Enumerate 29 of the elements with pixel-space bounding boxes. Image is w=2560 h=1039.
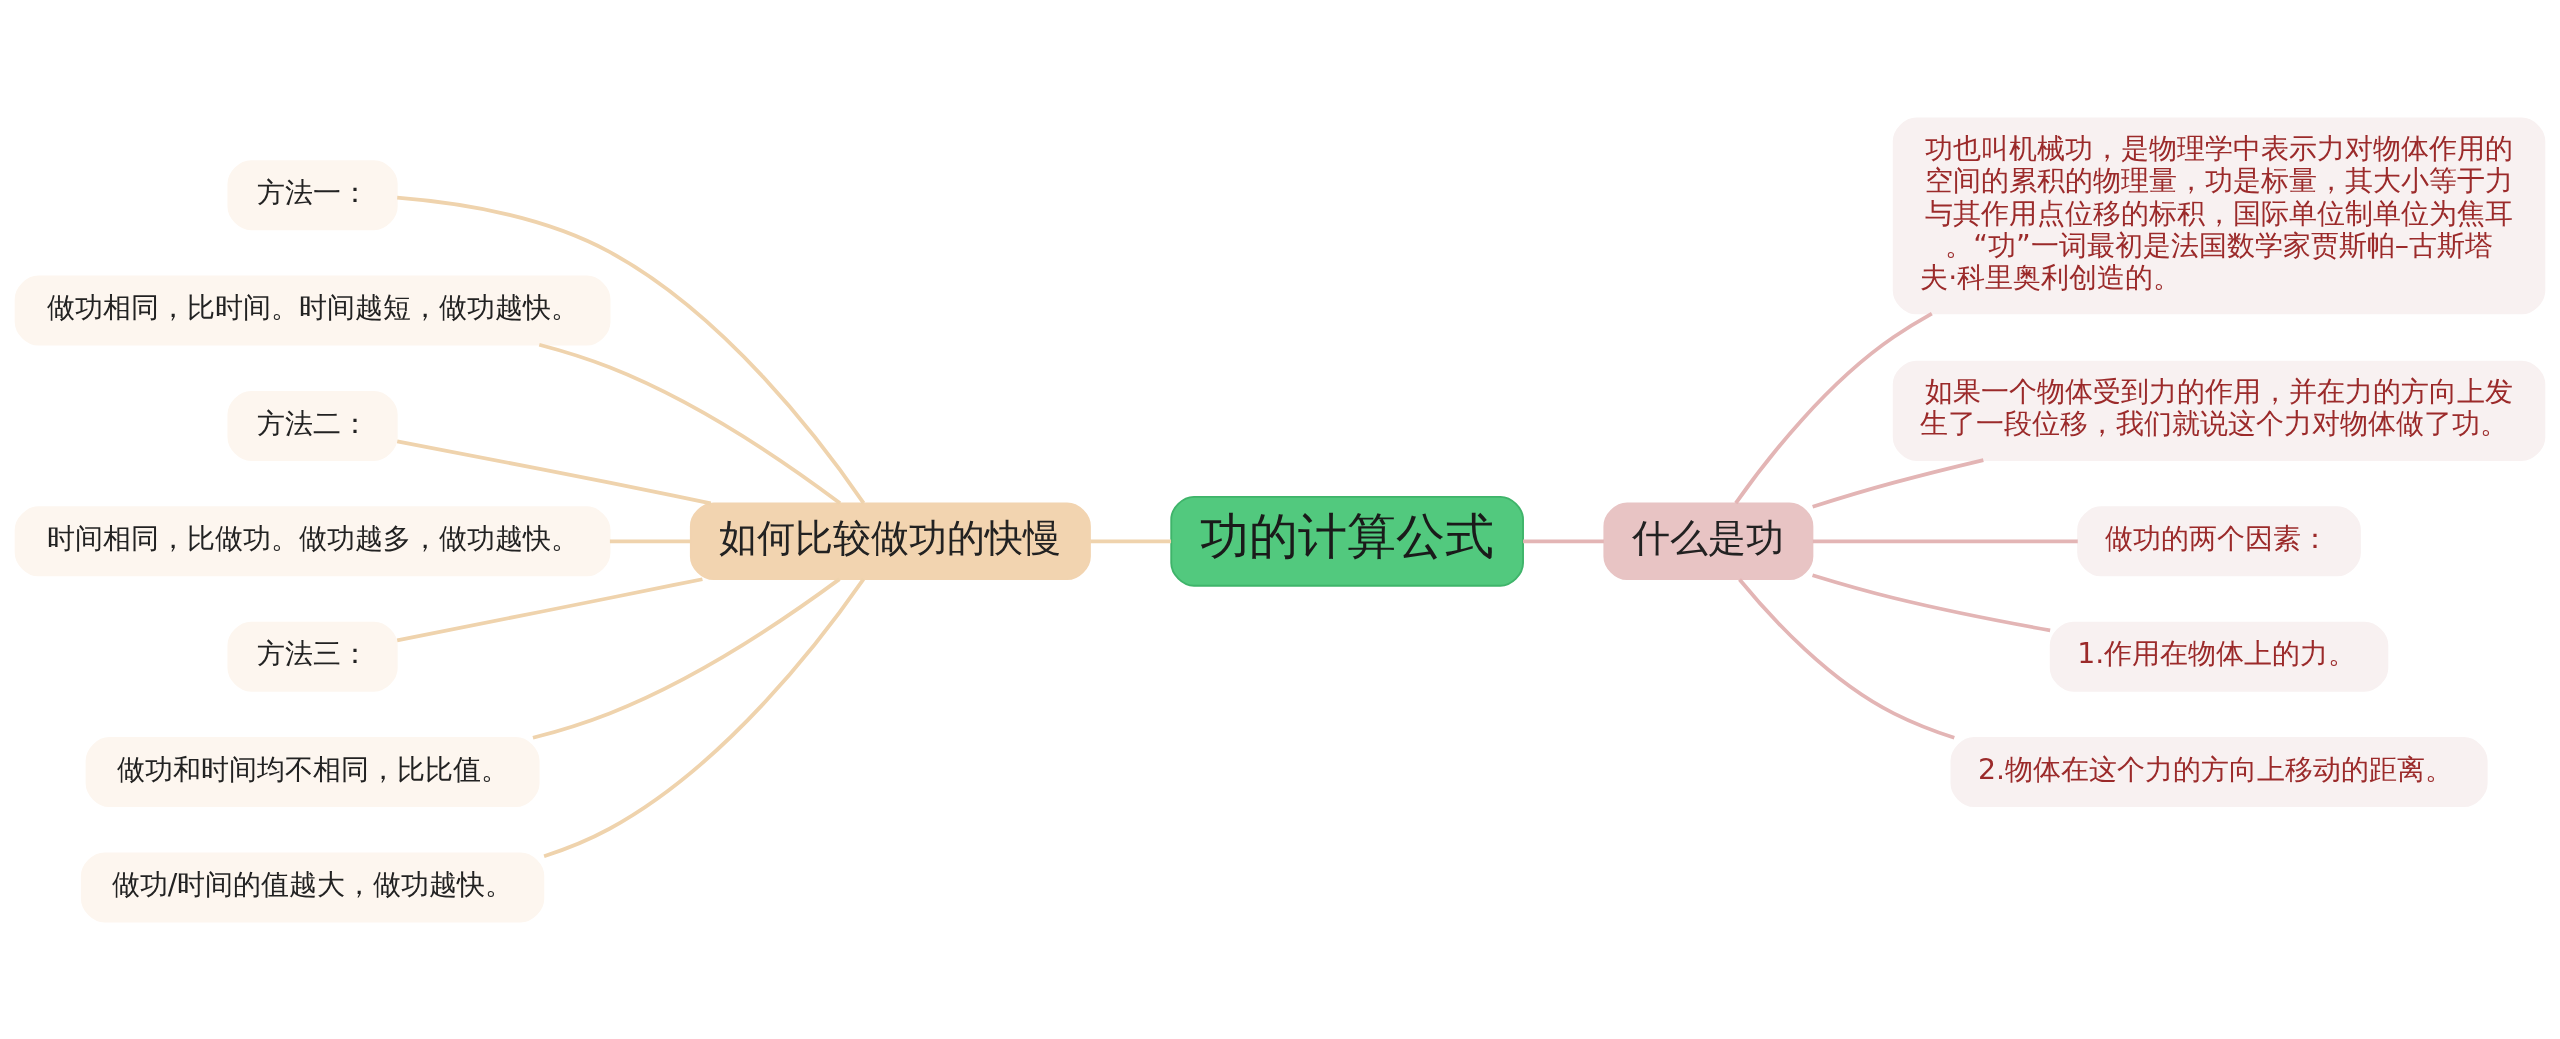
node-box: 如何比较做功的快慢 <box>689 502 1091 580</box>
node-box: 做功相同，比时间。时间越短，做功越快。 <box>14 275 611 346</box>
connector <box>396 576 703 642</box>
connector <box>397 195 866 504</box>
connector <box>1811 572 2051 632</box>
node-box: 功的计算公式 <box>1170 495 1524 587</box>
connector <box>609 538 691 543</box>
node-box: 时间相同，比做功。做功越多，做功越快。 <box>14 505 611 576</box>
node-box: 如果一个物体受到力的作用，并在力的方向上发生了一段位移，我们就说这个力对物体做了功。 <box>1892 360 2546 461</box>
connector <box>543 577 866 858</box>
node-box: 方法二： <box>227 390 398 461</box>
connector <box>1738 577 1955 740</box>
node-box: 什么是功 <box>1603 502 1814 580</box>
connector <box>396 439 712 505</box>
node-box: 功也叫机械功，是物理学中表示力对物体作用的空间的累积的物理量，功是标量，其大小等于力与其作用点位移的标积，国际单位制单位为焦耳。“功”一词最初是法国数学家贾斯帕–古斯塔夫·科里奥利创造的。 <box>1892 117 2546 314</box>
node-box: 2.物体在这个力的方向上移动的距离。 <box>1950 736 2488 807</box>
connector <box>538 342 842 505</box>
connector <box>1090 538 1172 543</box>
connector <box>1523 538 1604 543</box>
connector <box>1812 457 1984 509</box>
connector <box>1734 311 1933 504</box>
node-box: 方法三： <box>227 621 398 692</box>
node-box: 做功的两个因素： <box>2077 505 2361 576</box>
connector <box>1812 538 2078 543</box>
node-box: 做功/时间的值越大，做功越快。 <box>80 851 545 922</box>
node-box: 做功和时间均不相同，比比值。 <box>85 736 540 807</box>
node-box: 1.作用在物体上的力。 <box>2049 621 2389 692</box>
connector <box>532 577 841 740</box>
node-box: 方法一： <box>227 159 398 230</box>
